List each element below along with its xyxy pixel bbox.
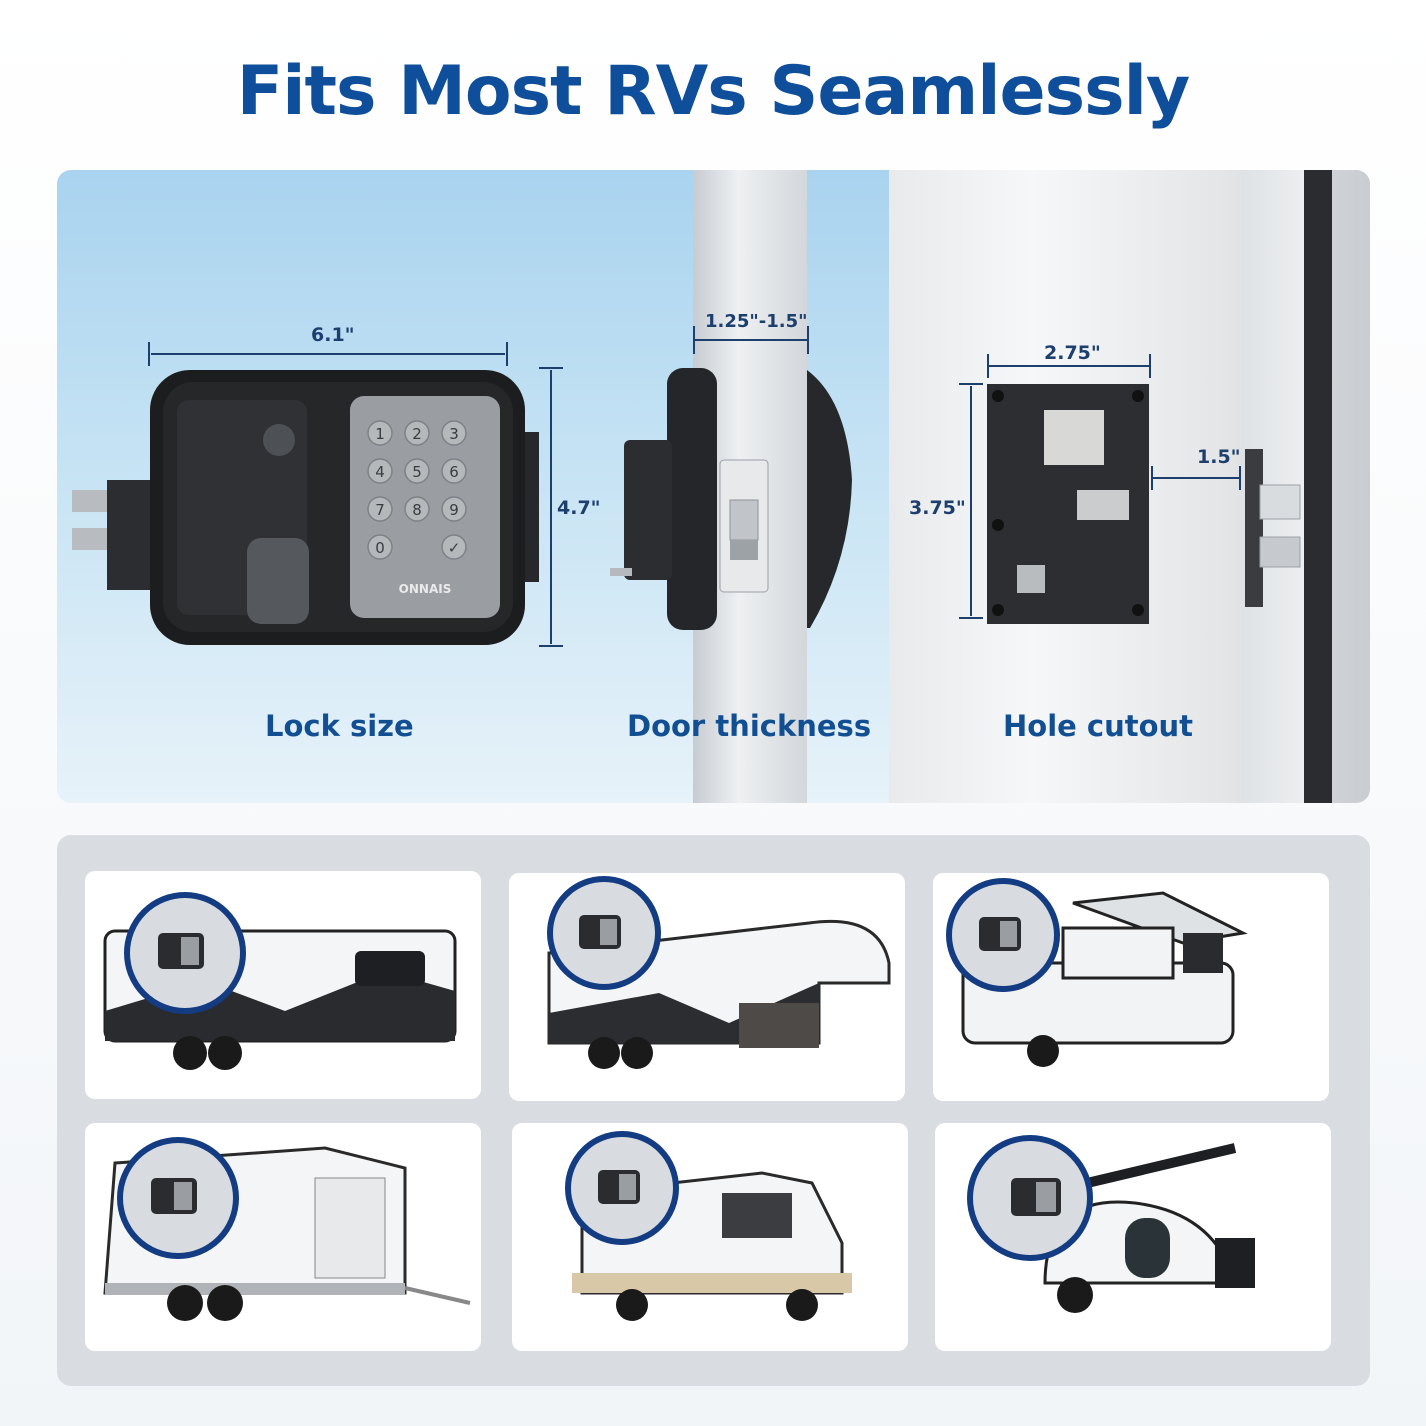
door-thickness-label: 1.25"-1.5" [705,311,808,332]
door-thickness-caption: Door thickness [627,709,872,743]
svg-text:1: 1 [375,425,385,443]
svg-text:✓: ✓ [448,539,461,557]
rv-gallery [57,835,1370,1386]
svg-text:9: 9 [449,501,459,519]
svg-text:6: 6 [449,463,459,481]
strike-plate [1245,449,1301,607]
rv-card-teardrop-trailer [935,1123,1331,1351]
page-title: Fits Most RVs Seamlessly [236,52,1190,131]
lock-front-illustration: 1 2 3 4 5 6 7 8 9 0 ✓ ONNAIS [72,370,539,645]
rv-card-fifth-wheel [509,873,905,1101]
dimensions-panel: 1 2 3 4 5 6 7 8 9 0 ✓ ONNAIS 6.1" 4.7" 1.25"-1.… [57,170,1370,803]
lock-dimension-arrows [148,342,563,647]
svg-text:3: 3 [449,425,459,443]
lock-side-illustration [610,368,852,630]
svg-text:0: 0 [375,539,385,557]
hole-offset-label: 1.5" [1197,446,1241,468]
hole-height-label: 3.75" [909,497,966,519]
rv-card-travel-trailer [85,871,481,1099]
svg-text:2: 2 [412,425,422,443]
lock-width-label: 6.1" [311,324,355,346]
svg-text:5: 5 [412,463,422,481]
door-thickness-arrow [693,326,809,354]
lock-size-caption: Lock size [265,709,414,743]
door-seal [1304,170,1332,803]
hole-cutout-illustration [987,384,1149,624]
hole-width-label: 2.75" [1044,342,1101,364]
keypad [367,420,467,560]
rv-card-popup-camper [933,873,1329,1101]
svg-text:4: 4 [375,463,385,481]
svg-text:ONNAIS: ONNAIS [399,582,452,596]
hole-dimension-arrows [959,354,1241,619]
rv-card-food-truck [512,1123,908,1351]
svg-text:7: 7 [375,501,385,519]
lock-height-label: 4.7" [557,497,601,519]
rv-card-cargo-trailer [85,1123,481,1351]
svg-text:8: 8 [412,501,422,519]
hole-cutout-caption: Hole cutout [1003,709,1194,743]
